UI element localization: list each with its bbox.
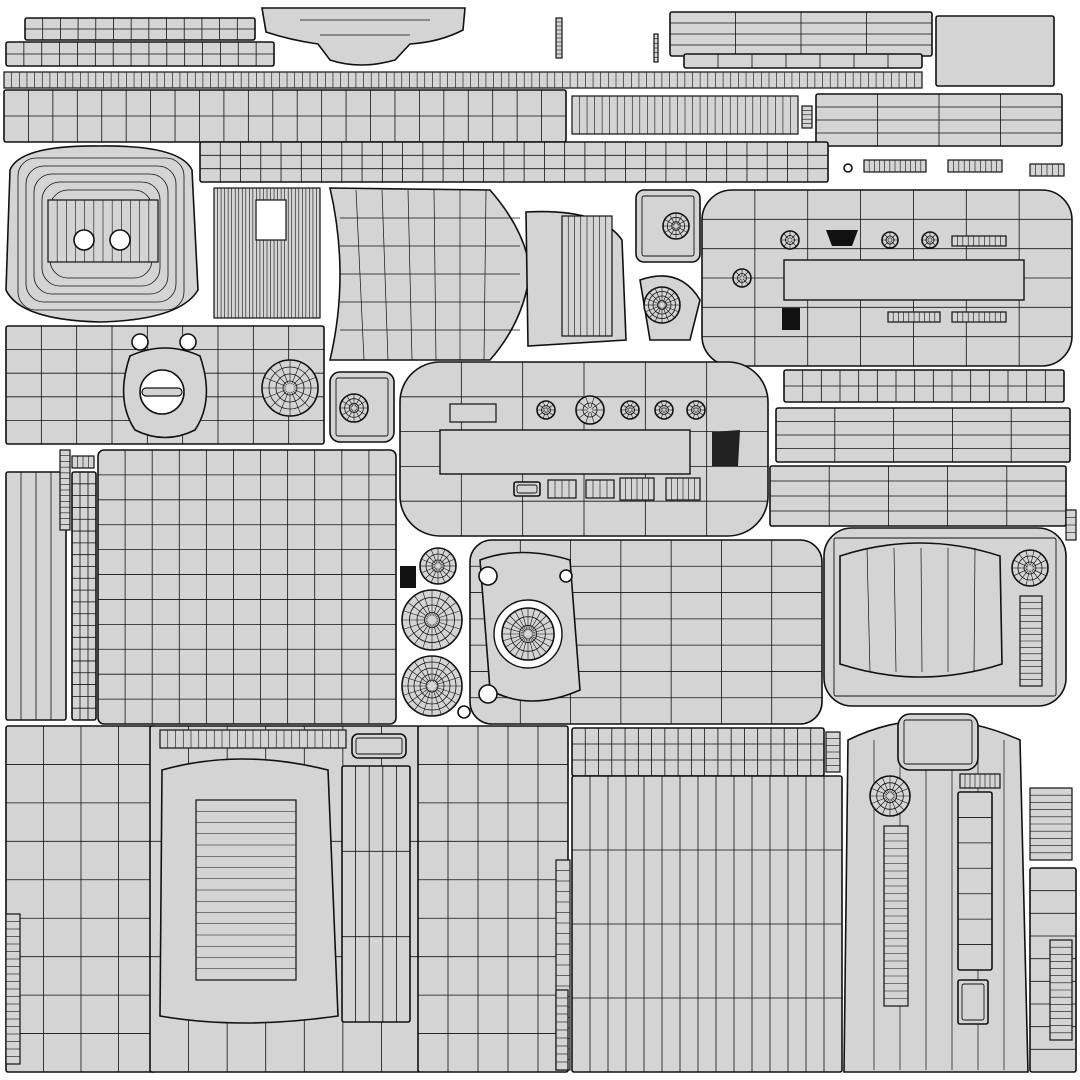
island-console-switch-a xyxy=(547,479,577,499)
island-edge-strip-a xyxy=(1029,787,1073,861)
island-console-button xyxy=(513,481,541,497)
island-arch-inner xyxy=(561,215,613,337)
bowl-slot xyxy=(141,387,183,397)
island-roof xyxy=(571,727,825,777)
island-small-stack xyxy=(801,105,813,129)
island-console-switch-c xyxy=(619,477,655,501)
island-side-strip-a xyxy=(5,471,67,721)
island-knob xyxy=(662,212,690,240)
island-rail-right-b xyxy=(775,407,1071,463)
island-tick-strip-2 xyxy=(653,33,659,63)
island-rear-door xyxy=(843,719,1029,1073)
island-grille-hole-l xyxy=(73,229,95,251)
island-rear-speaker xyxy=(1011,549,1049,587)
island-console-dial-1 xyxy=(536,400,556,420)
island-console-switch-d xyxy=(665,477,701,501)
console-dark-plate xyxy=(712,430,740,466)
island-console-btn-b xyxy=(881,231,899,249)
island-long-rail-a xyxy=(3,71,923,89)
island-edge-strip-e xyxy=(555,989,569,1071)
island-rear-tab xyxy=(1065,509,1077,541)
island-rail-right-c xyxy=(769,465,1067,527)
island-rail-top-left-lower xyxy=(5,41,275,67)
island-tube-top-right xyxy=(669,11,933,57)
island-console-switch-b xyxy=(585,479,615,499)
island-cushion-ribs xyxy=(195,799,297,981)
console-slot xyxy=(783,259,1025,301)
island-tube-right xyxy=(815,93,1063,147)
island-clip-a xyxy=(863,159,927,173)
island-grille-hole-r xyxy=(109,229,131,251)
island-visor-top xyxy=(261,7,466,66)
island-side-strip-d xyxy=(71,471,97,721)
small-black-block xyxy=(400,566,416,588)
island-side-strip-c xyxy=(71,455,95,469)
island-fan-center xyxy=(643,286,681,324)
island-seat-side xyxy=(341,765,411,1023)
island-seat-back-large xyxy=(97,449,397,725)
island-rear-door-latch xyxy=(957,979,989,1025)
island-rail-top-left xyxy=(24,17,256,41)
island-console-dial-3 xyxy=(620,400,640,420)
island-dash-gauge xyxy=(501,607,555,661)
island-edge-strip-c xyxy=(1049,939,1073,1041)
island-floor-right xyxy=(417,725,569,1073)
island-panel-wide xyxy=(3,89,567,143)
island-dash-hole-a xyxy=(478,566,498,586)
island-console-dial-2 xyxy=(575,395,605,425)
island-floor-left xyxy=(5,725,157,1073)
island-tick-strip-1 xyxy=(555,17,563,59)
island-dash-hole-c xyxy=(559,569,573,583)
island-clip-c xyxy=(1029,163,1065,177)
island-rear-door-panel xyxy=(957,791,993,971)
island-door-hole-a xyxy=(131,333,149,351)
island-long-rail-b xyxy=(199,141,829,183)
island-console-grip-b xyxy=(951,311,1007,323)
island-console-btn-a xyxy=(780,230,800,250)
island-console-dial-5 xyxy=(686,400,706,420)
island-console-btn-c xyxy=(921,231,939,249)
island-trapezoid-mat xyxy=(213,187,321,319)
island-rear-door-mount xyxy=(897,713,979,771)
mat-cutout xyxy=(255,199,287,241)
console-black-wedge xyxy=(826,230,858,246)
island-floor-large xyxy=(571,775,843,1073)
island-console-grip-a xyxy=(951,235,1007,247)
island-wheel-c xyxy=(401,655,463,717)
island-small-mount-knob xyxy=(339,393,369,423)
island-dot-a xyxy=(843,163,853,173)
island-edge-strip-d xyxy=(5,913,21,1065)
island-rear-door-strip xyxy=(883,825,909,1007)
island-rear-door-speaker xyxy=(869,775,911,817)
island-floor-bar-top xyxy=(159,729,347,749)
console-small-slot xyxy=(449,403,497,423)
island-wheel-a xyxy=(419,547,457,585)
island-dash-hole-b xyxy=(478,684,498,704)
island-door-speaker xyxy=(261,359,319,417)
island-rear-door-grip xyxy=(959,773,1001,789)
island-rear-seat-inner xyxy=(839,542,1003,678)
island-door-hole-b xyxy=(179,333,197,351)
island-rail-right-a xyxy=(783,369,1065,403)
island-floor-tick xyxy=(825,731,841,773)
island-vent-strip xyxy=(571,95,799,135)
island-clip-b xyxy=(947,159,1003,173)
island-console-grip-c xyxy=(887,311,941,323)
island-wheel-b xyxy=(401,589,463,651)
island-rear-vent xyxy=(1019,595,1043,687)
console-black-tab xyxy=(782,308,800,330)
island-console-btn-d xyxy=(732,268,752,288)
island-square-top-right xyxy=(935,15,1055,87)
island-tube-top-right-lower xyxy=(683,53,923,69)
island-console-dial-4 xyxy=(654,400,674,420)
island-side-strip-b xyxy=(59,449,71,531)
console-main-slot xyxy=(439,429,691,475)
island-small-ring xyxy=(457,705,471,719)
island-grille-inner xyxy=(47,199,159,263)
island-small-handle xyxy=(351,733,407,759)
